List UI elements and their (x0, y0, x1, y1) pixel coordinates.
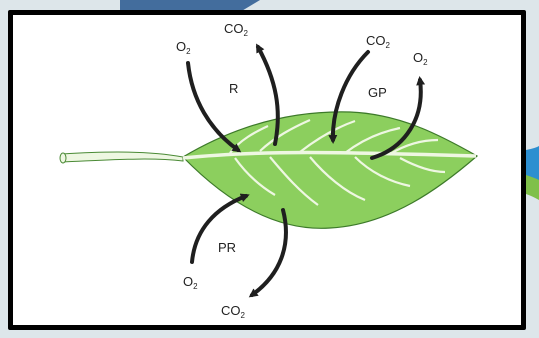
gas-co2-top-left: CO2 (224, 21, 249, 38)
gas-o2-top-right: O2 (413, 50, 428, 67)
gas-co2-bottom: CO2 (221, 303, 246, 320)
label-respiration: R (229, 81, 238, 96)
gas-o2-bottom: O2 (183, 274, 198, 291)
label-gross-photosynthesis: GP (368, 85, 387, 100)
gas-o2-top-left: O2 (176, 39, 191, 56)
gas-co2-top-right: CO2 (366, 33, 391, 50)
leaf-stem (62, 152, 183, 162)
label-photorespiration: PR (218, 240, 236, 255)
stem-tip (60, 153, 66, 163)
